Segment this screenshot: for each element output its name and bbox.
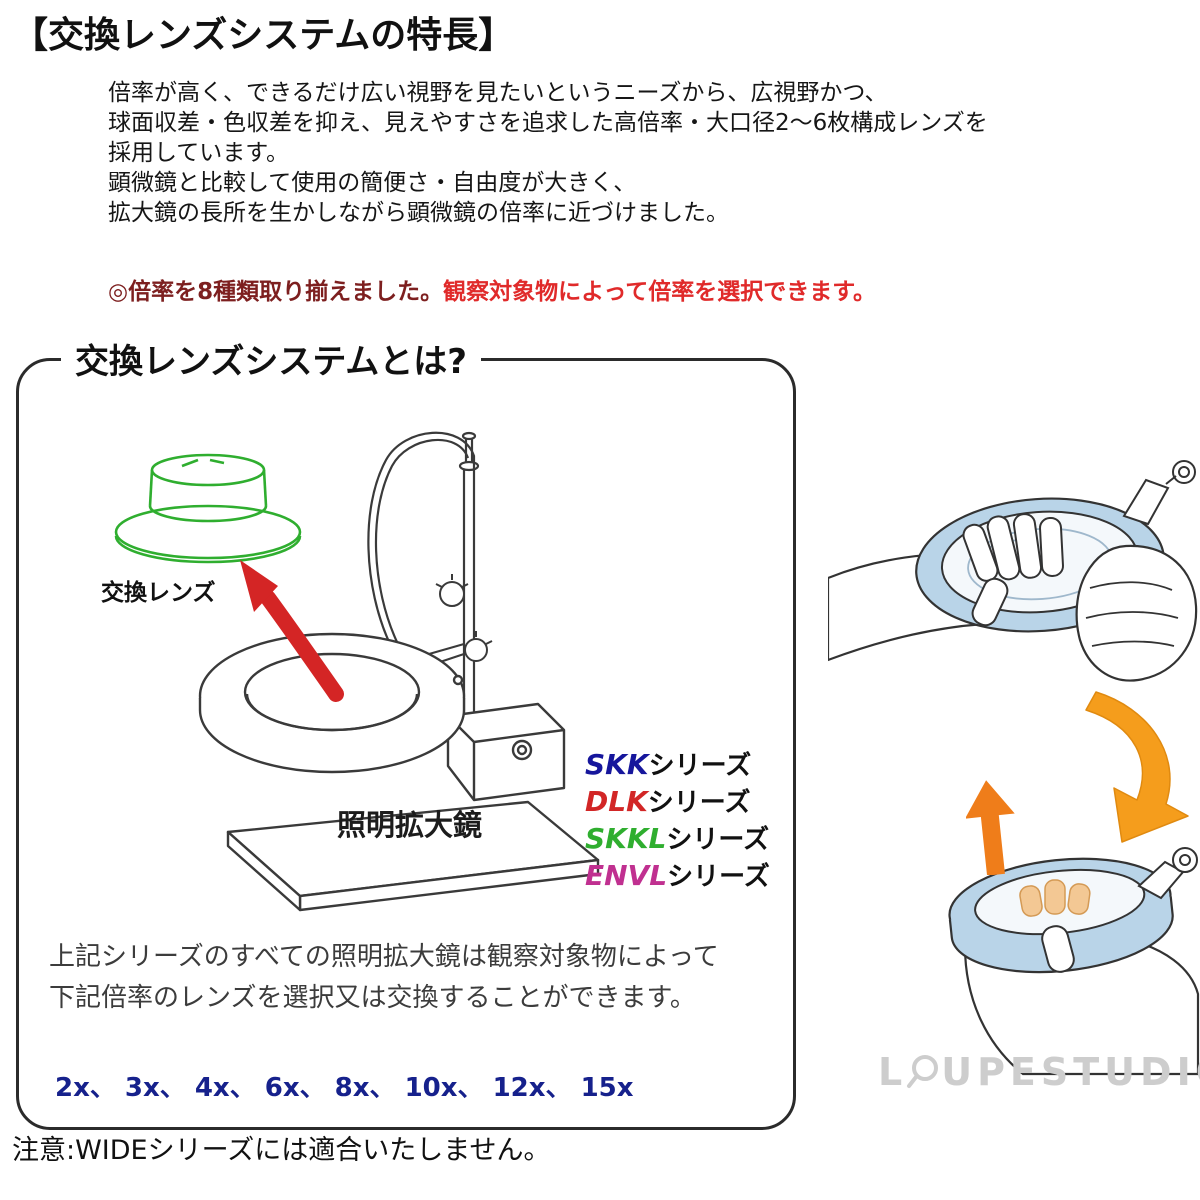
- watermark-prefix: L: [878, 1050, 906, 1094]
- series-description: 上記シリーズのすべての照明拡大鏡は観察対象物によって 下記倍率のレンズを選択又は…: [49, 937, 719, 1019]
- watermark-text: UPESTUDIO: [941, 1050, 1200, 1094]
- gooseneck-arm: [367, 431, 476, 645]
- series-name: SKK: [585, 748, 649, 781]
- series-suffix: シリーズ: [648, 751, 752, 781]
- watermark: L UPESTUDIO: [878, 1050, 1200, 1094]
- magnifier-illustration: [114, 431, 600, 912]
- description-line: 下記倍率のレンズを選択又は交換することができます。: [49, 983, 696, 1013]
- replacement-lens-label: 交換レンズ: [101, 580, 216, 606]
- highlight-line: ◎倍率を8種類取り揃えました。観察対象物によって倍率を選択できます。: [108, 272, 876, 306]
- intro-line: 球面収差・色収差を抑え、見えやすさを追求した高倍率・大口径2～6枚構成レンズを: [108, 110, 988, 136]
- rotate-arrow-icon: [1085, 691, 1189, 843]
- magnifier-housing: [446, 702, 566, 802]
- swap-arrow: [240, 560, 344, 702]
- right-hand: [1075, 544, 1198, 682]
- series-item-dlk: DLKシリーズ: [585, 784, 770, 821]
- series-suffix: シリーズ: [647, 788, 751, 818]
- series-suffix: シリーズ: [666, 825, 770, 855]
- page-title: 【交換レンズシステムの特長】: [12, 15, 515, 56]
- hands-holding-lens-illustration: [828, 460, 1198, 682]
- box-heading: 交換レンズシステムとは?: [61, 334, 482, 383]
- series-item-skk: SKKシリーズ: [585, 747, 770, 784]
- series-suffix: シリーズ: [667, 862, 770, 892]
- mount-knob-bottom: [1137, 847, 1198, 900]
- caution-note: 注意:WIDEシリーズには適合いたしません。: [12, 1135, 551, 1166]
- replacement-lens-green: [114, 453, 302, 564]
- intro-paragraph: 倍率が高く、できるだけ広い視野を見たいというニーズから、広視野かつ、 球面収差・…: [108, 78, 988, 228]
- magnifier-post: [458, 431, 480, 716]
- up-arrow-icon: [966, 780, 1015, 875]
- intro-line: 採用しています。: [108, 140, 290, 166]
- intro-line: 拡大鏡の長所を生かしながら顕微鏡の倍率に近づけました。: [108, 200, 729, 226]
- magnifier-base: [226, 800, 600, 912]
- fingertips-through-ring: [1019, 879, 1091, 917]
- series-name: SKKL: [585, 822, 667, 855]
- mount-knob: [1122, 460, 1196, 526]
- intro-line: 顕微鏡と比較して使用の簡便さ・自由度が大きく、: [108, 170, 637, 196]
- left-hand-fingers: [962, 513, 1064, 627]
- lens-ring: [198, 632, 466, 774]
- highlight-tail: 観察対象物によって倍率を選択できます。: [443, 279, 876, 305]
- series-list: SKKシリーズ DLKシリーズ SKKLシリーズ ENVLシリーズ: [585, 747, 770, 895]
- magnification-list: 2x、 3x、 4x、 6x、 8x、 10x、 12x、 15x: [55, 1073, 634, 1103]
- series-name: ENVL: [585, 859, 668, 892]
- loupe-icon: [907, 1055, 939, 1088]
- illuminated-magnifier-label: 照明拡大鏡: [337, 808, 483, 842]
- series-item-envl: ENVLシリーズ: [585, 858, 770, 895]
- lens-system-box: 交換レンズシステムとは?: [16, 334, 796, 1130]
- highlight-lead: ◎倍率を8種類取り揃えました。: [108, 279, 444, 305]
- description-line: 上記シリーズのすべての照明拡大鏡は観察対象物によって: [49, 942, 719, 972]
- hand-inserting-lens-illustration: [948, 847, 1200, 1076]
- thumb: [1041, 925, 1075, 973]
- intro-line: 倍率が高く、できるだけ広い視野を見たいというニーズから、広視野かつ、: [108, 80, 888, 106]
- series-item-skkl: SKKLシリーズ: [585, 821, 770, 858]
- series-name: DLK: [585, 785, 648, 818]
